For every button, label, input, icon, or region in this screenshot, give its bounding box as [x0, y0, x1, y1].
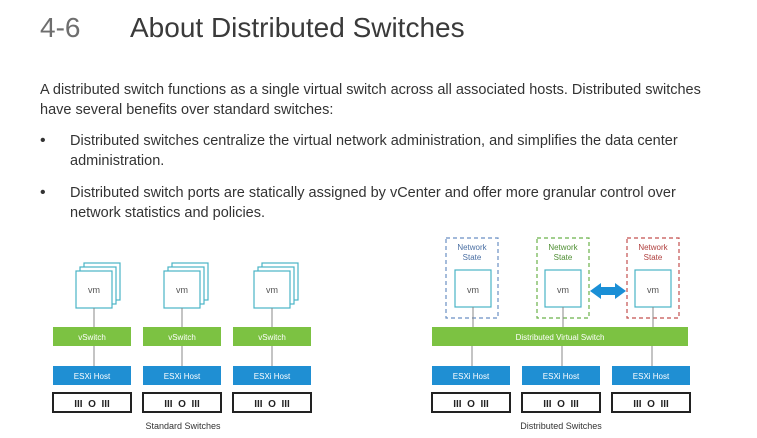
bullet-icon: •: [40, 132, 46, 149]
server-glyph: III O III: [164, 399, 200, 410]
benefit-list: • Distributed switches centralize the vi…: [40, 131, 730, 235]
server-glyph: III O III: [254, 399, 290, 410]
vswitch-label: vSwitch: [78, 333, 106, 342]
server-icon: [232, 392, 312, 413]
slide-number: 4-6: [40, 12, 81, 43]
vswitch-box: [233, 327, 311, 346]
esxi-host-label: ESXi Host: [543, 372, 580, 381]
esxi-host-box: [143, 366, 221, 385]
standard-switches-group: vm vSwitch ESXi Host III O III vm vSwitc…: [52, 262, 312, 431]
distributed-virtual-switch-label: Distributed Virtual Switch: [516, 333, 605, 342]
vm-label: vm: [557, 285, 569, 295]
vm-box: [454, 269, 492, 308]
vm-box: [634, 269, 672, 308]
list-item: • Distributed switches centralize the vi…: [40, 131, 730, 171]
esxi-host-box: [432, 366, 510, 385]
server-icon: [521, 392, 601, 413]
distributed-caption: Distributed Switches: [520, 421, 602, 431]
server-icon: [142, 392, 222, 413]
vm-label: vm: [467, 285, 479, 295]
network-state-box: [445, 237, 499, 319]
standard-host-column: vm vSwitch ESXi Host III O III: [142, 262, 222, 413]
vm-box: [163, 270, 201, 309]
distributed-virtual-switch-box: [432, 327, 688, 346]
esxi-host-box: [612, 366, 690, 385]
esxi-host-box: [233, 366, 311, 385]
vm-label: vm: [88, 285, 100, 295]
server-glyph: III O III: [453, 399, 489, 410]
vswitch-label: vSwitch: [258, 333, 286, 342]
server-glyph: III O III: [543, 399, 579, 410]
server-icon: [431, 392, 511, 413]
vm-box: [253, 270, 291, 309]
double-arrow-icon: [590, 283, 626, 299]
bullet-text: Distributed switches centralize the virt…: [70, 133, 678, 169]
server-icon: [611, 392, 691, 413]
server-glyph: III O III: [74, 399, 110, 410]
intro-paragraph: A distributed switch functions as a sing…: [40, 82, 701, 118]
esxi-host-label: ESXi Host: [453, 372, 490, 381]
esxi-host-box: [53, 366, 131, 385]
vm-label: vm: [266, 285, 278, 295]
esxi-host-label: ESXi Host: [633, 372, 670, 381]
bullet-icon: •: [40, 184, 46, 201]
bullet-text: Distributed switch ports are statically …: [70, 185, 676, 221]
vswitch-label: vSwitch: [168, 333, 196, 342]
server-icon: [52, 392, 132, 413]
esxi-host-label: ESXi Host: [254, 372, 291, 381]
standard-host-column: vm vSwitch ESXi Host III O III: [232, 262, 312, 413]
esxi-host-box: [522, 366, 600, 385]
server-glyph: III O III: [633, 399, 669, 410]
standard-caption: Standard Switches: [145, 421, 221, 431]
esxi-host-label: ESXi Host: [164, 372, 201, 381]
slide-title: About Distributed Switches: [130, 12, 465, 43]
vm-label: vm: [647, 285, 659, 295]
vswitch-box: [143, 327, 221, 346]
vm-label: vm: [176, 285, 188, 295]
list-item: • Distributed switch ports are staticall…: [40, 183, 730, 223]
esxi-host-label: ESXi Host: [74, 372, 111, 381]
vswitch-box: [53, 327, 131, 346]
standard-host-column: vm vSwitch ESXi Host III O III: [52, 262, 132, 413]
